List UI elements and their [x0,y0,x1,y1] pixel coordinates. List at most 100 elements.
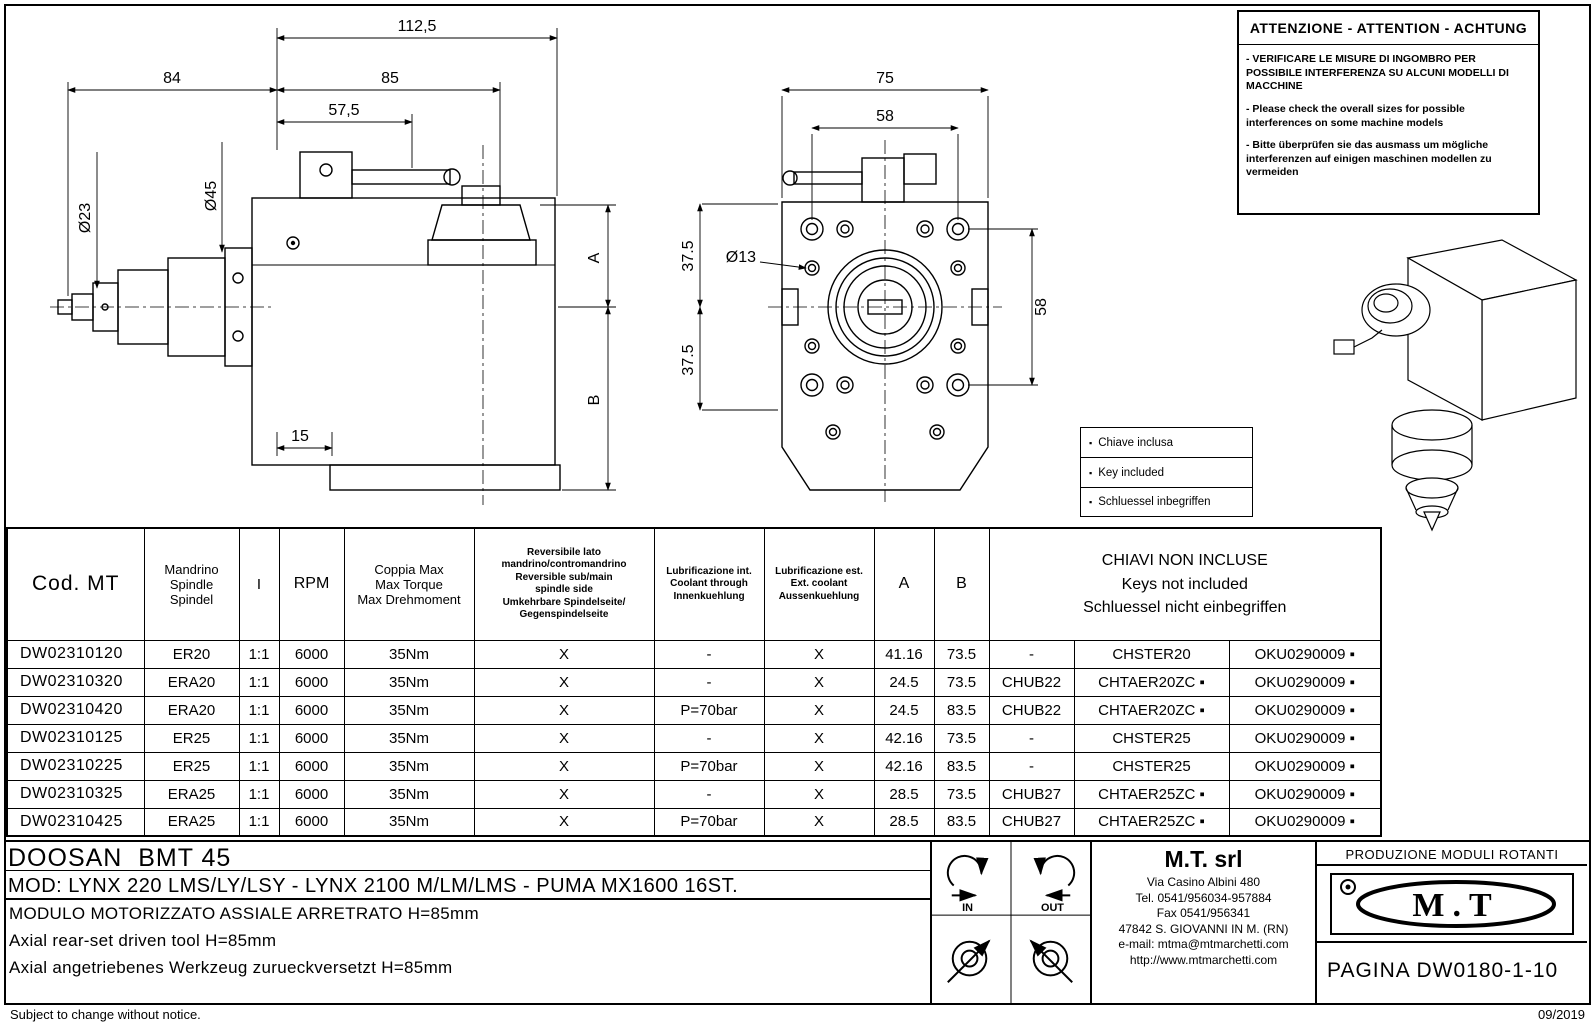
cell-rpm: 6000 [278,639,345,669]
table-row: DW02310120 ER20 1:1 6000 35Nm X - X 41.1… [6,639,1382,669]
cell-ratio: 1:1 [238,639,280,669]
cell-b: 73.5 [933,667,990,697]
key-bullet-icon: ▪ [1089,467,1093,478]
cell-torque: 35Nm [343,779,475,809]
front-view-dimension-labels: 75 58 Ø13 37.5 37.5 58 [680,70,1050,376]
warning-item-de: - Bitte überprüfen sie das ausmass um mö… [1246,139,1492,179]
logo-area: M.T [1317,866,1587,943]
production-title: PRODUZIONE MODULI ROTANTI [1317,842,1587,866]
cell-key3: OKU0290009 ▪ [1228,639,1382,669]
front-view-dimension-lines [697,87,1038,411]
dim-b: B [586,395,603,406]
cell-coolant-ext: X [763,779,875,809]
rotation-arrow-in-icon [946,854,989,887]
cell-coolant-ext: X [763,695,875,725]
company-city: 47842 S. GIOVANNI IN M. (RN) [1118,921,1289,936]
warning-item-en: - Please check the overall sizes for pos… [1246,102,1465,129]
description-en: Axial rear-set driven tool H=85mm [9,931,277,950]
cell-a: 28.5 [873,779,935,809]
cell-coolant-int: - [653,639,765,669]
company-fax: Fax 0541/956341 [1156,906,1251,921]
side-view-dimension-labels: 112,5 84 85 57,5 Ø45 Ø23 15 A B [77,18,603,445]
col-torque: Coppia Max Max Torque Max Drehmoment [343,527,475,641]
key-included-label: Schluessel inbegriffen [1098,496,1211,508]
cell-b: 73.5 [933,779,990,809]
module-description: MODULO MOTORIZZATO ASSIALE ARRETRATO H=8… [4,900,930,981]
description-it: MODULO MOTORIZZATO ASSIALE ARRETRATO H=8… [9,904,479,923]
cell-coolant-ext: X [763,751,875,781]
key-included-en: ▪ Key included [1080,457,1253,487]
company-phone: Tel. 0541/956034-957884 [1135,890,1272,905]
cell-coolant-ext: X [763,639,875,669]
col-cod-mt: Cod. MT [6,527,145,641]
dim-a: A [586,252,603,263]
cell-rpm: 6000 [278,695,345,725]
collet-out-icon [1032,940,1069,977]
dim-75: 75 [876,70,894,87]
dim-84: 84 [163,70,181,87]
cell-b: 83.5 [933,695,990,725]
col-mandrino: Mandrino Spindle Spindel [143,527,240,641]
machine-name: DOOSAN BMT 45 [4,842,930,872]
revision-date: 09/2019 [1538,1007,1585,1022]
cell-coolant-int: - [653,779,765,809]
key-included-label: Key included [1098,466,1165,479]
in-label: IN [962,902,973,914]
dim-58-top: 58 [876,108,894,125]
cell-cod: DW02310225 [6,751,145,781]
key-bullet-icon: ▪ [1089,497,1093,507]
key-included-de: ▪ Schluessel inbegriffen [1080,487,1253,517]
key-included-label: Chiave inclusa [1098,436,1173,449]
col-coolant-int: Lubrificazione int. Coolant through Inne… [653,527,765,641]
company-name: M.T. srl [1164,846,1243,872]
cell-torque: 35Nm [343,751,475,781]
dim-diameter-23: Ø23 [77,203,94,233]
cell-cod: DW02310125 [6,723,145,753]
cell-rpm: 6000 [278,807,345,837]
rotation-arrow-out-icon [1033,854,1076,887]
cell-reversible: X [473,695,655,725]
cell-b: 73.5 [933,723,990,753]
cell-a: 42.16 [873,751,935,781]
cell-key3: OKU0290009 ▪ [1228,667,1382,697]
dim-diameter-45: Ø45 [203,181,220,211]
cell-a: 41.16 [873,639,935,669]
cell-b: 83.5 [933,751,990,781]
cell-spindle: ERA20 [143,667,240,697]
cell-a: 42.16 [873,723,935,753]
col-rpm: RPM [278,527,345,641]
cell-coolant-ext: X [763,723,875,753]
cell-key1: CHUB22 [988,695,1075,725]
cell-a: 28.5 [873,807,935,837]
out-label: OUT [1041,902,1064,914]
cell-b: 83.5 [933,807,990,837]
title-block-right: PRODUZIONE MODULI ROTANTI M.T PAGINA DW0… [1315,842,1587,1005]
dim-85: 85 [381,70,399,87]
cell-spindle: ERA20 [143,695,240,725]
cell-torque: 35Nm [343,667,475,697]
cell-ratio: 1:1 [238,779,280,809]
cell-coolant-ext: X [763,667,875,697]
cell-key3: OKU0290009 ▪ [1228,751,1382,781]
cell-cod: DW02310120 [6,639,145,669]
cell-ratio: 1:1 [238,807,280,837]
gear-icon [1340,878,1356,895]
cell-key2: CHTAER20ZC ▪ [1073,695,1230,725]
cell-ratio: 1:1 [238,667,280,697]
table-row: DW02310420 ERA20 1:1 6000 35Nm X P=70bar… [6,695,1382,725]
cell-cod: DW02310425 [6,807,145,837]
cell-key1: CHUB22 [988,667,1075,697]
warning-item-it: - VERIFICARE LE MISURE DI INGOMBRO PER P… [1246,53,1509,93]
cell-key1: - [988,751,1075,781]
dim-57-5: 57,5 [328,102,359,119]
cell-reversible: X [473,667,655,697]
cell-ratio: 1:1 [238,751,280,781]
cell-reversible: X [473,751,655,781]
warning-box: ATTENZIONE - ATTENTION - ACHTUNG - VERIF… [1237,10,1540,215]
cell-reversible: X [473,639,655,669]
col-ratio: I [238,527,280,641]
cell-cod: DW02310420 [6,695,145,725]
cell-key3: OKU0290009 ▪ [1228,695,1382,725]
cell-key2: CHSTER25 [1073,751,1230,781]
